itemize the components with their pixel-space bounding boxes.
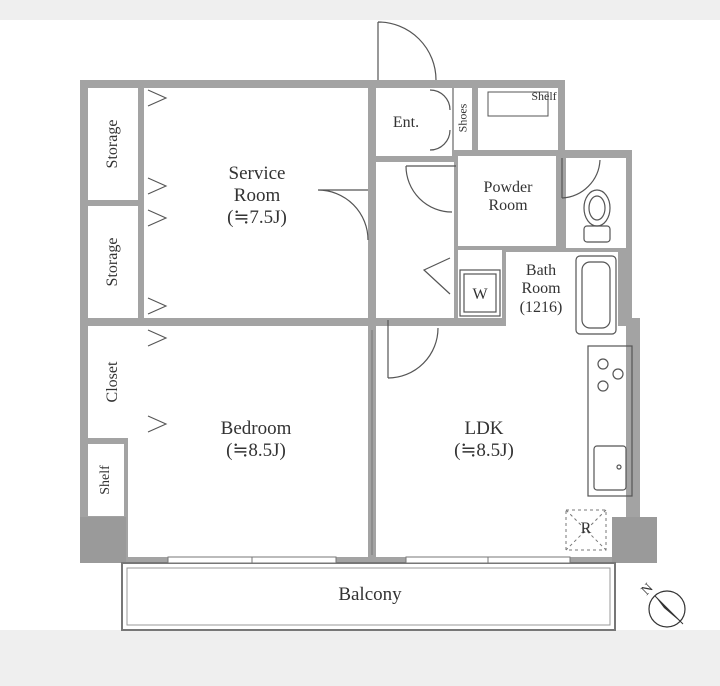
service-room-line1: Service — [228, 163, 286, 184]
shelf-top-label: Shelf — [531, 89, 557, 103]
storage-mid-label: Storage — [104, 237, 121, 287]
bath-room-size: (1216) — [519, 298, 563, 316]
storage-top-label: Storage — [104, 119, 121, 169]
balcony-label: Balcony — [338, 584, 402, 605]
service-room-line2: Room — [233, 184, 281, 206]
bedroom-size: (≒8.5J) — [226, 439, 286, 461]
shelf-box — [487, 91, 549, 117]
powder-room-line2: Room — [488, 197, 528, 215]
windows — [167, 556, 571, 564]
shoes-label: Shoes — [455, 103, 470, 133]
closet-door-marks — [147, 89, 168, 433]
pillar-right — [612, 517, 657, 563]
balcony — [121, 562, 616, 631]
refrigerator-space — [565, 509, 607, 551]
toilet — [583, 189, 611, 243]
doors — [317, 21, 601, 379]
bedroom-label: Bedroom (≒8.5J) — [196, 418, 316, 462]
powder-room-label: Powder Room — [466, 179, 550, 216]
pillar-left — [80, 517, 126, 563]
powder-room-line1: Powder — [483, 179, 533, 196]
kitchen-counter — [587, 345, 633, 497]
ldk-label: LDK (≒8.5J) — [424, 418, 544, 462]
compass-icon — [648, 590, 686, 628]
bathtub — [575, 255, 617, 335]
room-floors — [88, 88, 626, 557]
refrigerator-label: R — [580, 520, 592, 537]
service-room-size: (≒7.5J) — [227, 206, 287, 228]
washer-label: W — [472, 286, 488, 303]
entrance-label: Ent. — [392, 114, 420, 131]
bath-room-label: Bath Room (1216) — [502, 262, 580, 317]
washer-pan — [459, 269, 501, 317]
bath-room-line2: Room — [521, 280, 561, 298]
service-room-label: Service Room (≒7.5J) — [205, 163, 309, 229]
shelf-left-label: Shelf — [98, 465, 113, 495]
ldk-size: (≒8.5J) — [454, 439, 514, 461]
bedroom-name: Bedroom — [220, 418, 292, 439]
closet-label: Closet — [104, 361, 121, 403]
ldk-name: LDK — [464, 418, 504, 439]
bath-room-line1: Bath — [525, 262, 557, 279]
